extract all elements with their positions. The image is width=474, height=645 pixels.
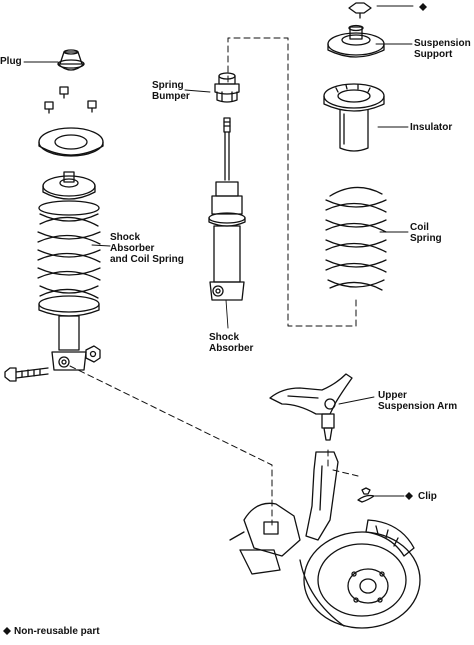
diamond-markers (3, 3, 427, 635)
legend-non-reusable-part: Non-reusable part (14, 626, 100, 637)
shock-absorber-and-coil-spring-label: Shock Absorber and Coil Spring (110, 232, 184, 265)
insulator-icon (323, 83, 385, 152)
lower-nut-icon (85, 345, 101, 363)
top-nut-icon (348, 2, 372, 19)
diamond-icon (405, 492, 413, 500)
clip-icon (357, 487, 375, 503)
shock-absorber-label: Shock Absorber (209, 332, 254, 354)
suspension-support-icon (327, 24, 385, 58)
washer-icon (38, 127, 104, 157)
coil-spring-label: Coil Spring (410, 222, 442, 244)
coil-spring-icon (325, 186, 387, 291)
diamond-icon (3, 627, 11, 635)
plug-label: Plug (0, 56, 22, 67)
knuckle-and-brake-icon (229, 451, 421, 629)
shock-and-coil-assembly-icon (37, 171, 101, 371)
upper-suspension-arm-label: Upper Suspension Arm (378, 390, 458, 412)
spring-bumper-label: Spring Bumper (152, 80, 190, 102)
plug-icon (57, 49, 85, 71)
shock-absorber-icon (208, 117, 246, 301)
clip-label: Clip (418, 491, 437, 502)
suspension-support-label: Suspension Support (414, 38, 471, 60)
diamond-icon (419, 3, 427, 11)
lower-bolt-icon (4, 367, 49, 382)
upper-nuts-icon (44, 86, 97, 114)
spring-bumper-icon (214, 72, 240, 103)
insulator-label: Insulator (410, 122, 453, 133)
upper-suspension-arm-icon (269, 373, 353, 441)
